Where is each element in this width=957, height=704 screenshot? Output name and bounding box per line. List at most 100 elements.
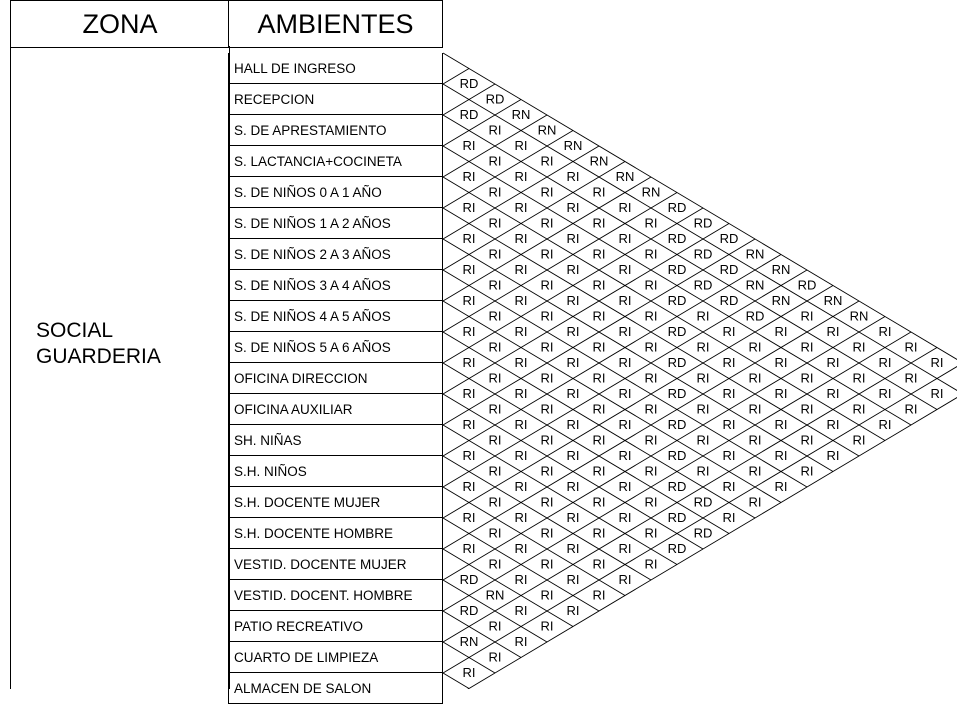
relation-code: RD [668, 448, 687, 463]
relation-code: RI [489, 371, 502, 386]
relation-code: RI [463, 386, 476, 401]
relation-code: RI [515, 510, 528, 525]
relation-code: RI [541, 216, 554, 231]
relation-code: RI [801, 309, 814, 324]
relation-code: RI [489, 464, 502, 479]
relation-code: RI [489, 154, 502, 169]
relation-code: RI [619, 200, 632, 215]
relation-code: RI [567, 169, 580, 184]
relation-code: RD [694, 495, 713, 510]
relation-code: RI [463, 293, 476, 308]
relation-code: RI [619, 386, 632, 401]
relation-code: RI [593, 557, 606, 572]
relation-code: RI [593, 309, 606, 324]
relation-code: RD [668, 293, 687, 308]
relation-code: RI [619, 231, 632, 246]
relation-code: RI [801, 433, 814, 448]
relation-code: RN [642, 185, 661, 200]
relation-code: RI [879, 417, 892, 432]
relation-code: RI [593, 588, 606, 603]
relation-code: RI [879, 355, 892, 370]
relation-code: RI [515, 479, 528, 494]
relation-code: RD [720, 231, 739, 246]
relation-code: RN [746, 278, 765, 293]
relation-code: RI [905, 340, 918, 355]
relation-code: RI [593, 433, 606, 448]
relation-code: RI [619, 355, 632, 370]
relation-code: RI [463, 138, 476, 153]
relation-code: RI [515, 355, 528, 370]
relation-code: RI [853, 402, 866, 417]
relation-code: RI [827, 417, 840, 432]
relation-code: RI [593, 278, 606, 293]
relation-code: RD [460, 572, 479, 587]
relation-code: RN [486, 588, 505, 603]
relation-code: RI [489, 650, 502, 665]
relation-code: RI [697, 402, 710, 417]
relation-code: RI [827, 386, 840, 401]
relation-code: RI [541, 526, 554, 541]
relation-code: RI [775, 417, 788, 432]
grid-line [443, 611, 521, 658]
relation-code: RI [775, 448, 788, 463]
relation-code: RI [463, 479, 476, 494]
relation-code: RI [593, 464, 606, 479]
relation-code: RI [619, 572, 632, 587]
relation-code: RI [645, 340, 658, 355]
relation-code: RI [463, 448, 476, 463]
relation-code: RI [489, 619, 502, 634]
relation-code: RN [772, 293, 791, 308]
relation-code: RI [749, 433, 762, 448]
relation-code: RI [541, 588, 554, 603]
relation-code: RD [668, 324, 687, 339]
relation-code: RD [694, 526, 713, 541]
relation-code: RI [541, 278, 554, 293]
relation-code: RI [723, 510, 736, 525]
relation-code: RI [515, 169, 528, 184]
relation-code: RI [801, 340, 814, 355]
grid-line [443, 177, 885, 441]
relation-code: RI [593, 340, 606, 355]
relation-code: RI [905, 371, 918, 386]
relation-code: RI [541, 371, 554, 386]
relation-code: RI [567, 262, 580, 277]
relation-code: RI [567, 200, 580, 215]
relation-code: RI [541, 185, 554, 200]
relation-code: RD [694, 216, 713, 231]
relation-code: RN [590, 154, 609, 169]
relation-code: RI [593, 526, 606, 541]
relation-code: RI [489, 526, 502, 541]
relation-code: RI [905, 402, 918, 417]
relation-code: RD [746, 309, 765, 324]
relation-code: RI [853, 433, 866, 448]
relation-code: RI [853, 340, 866, 355]
relation-code: RI [723, 324, 736, 339]
grid-line [443, 425, 677, 565]
relation-code: RI [619, 324, 632, 339]
relation-code: RI [489, 402, 502, 417]
relation-code: RI [567, 231, 580, 246]
relation-code: RI [463, 324, 476, 339]
relation-code: RI [515, 231, 528, 246]
relation-code: RD [668, 417, 687, 432]
relation-code: RN [824, 293, 843, 308]
relation-code: RD [668, 262, 687, 277]
relation-code: RD [668, 200, 687, 215]
relation-code: RI [515, 448, 528, 463]
relation-code: RI [931, 386, 944, 401]
relation-code: RI [879, 324, 892, 339]
relation-code: RI [593, 371, 606, 386]
relation-code: RN [564, 138, 583, 153]
relation-code: RI [645, 216, 658, 231]
relation-code: RD [486, 92, 505, 107]
relation-code: RD [694, 278, 713, 293]
relation-code: RI [541, 309, 554, 324]
relation-code: RI [723, 448, 736, 463]
relation-code: RI [827, 448, 840, 463]
relation-code: RI [697, 371, 710, 386]
relation-code: RI [593, 185, 606, 200]
relation-code: RI [645, 402, 658, 417]
relation-code: RI [463, 665, 476, 680]
relation-code: RI [645, 433, 658, 448]
relation-code: RI [723, 479, 736, 494]
